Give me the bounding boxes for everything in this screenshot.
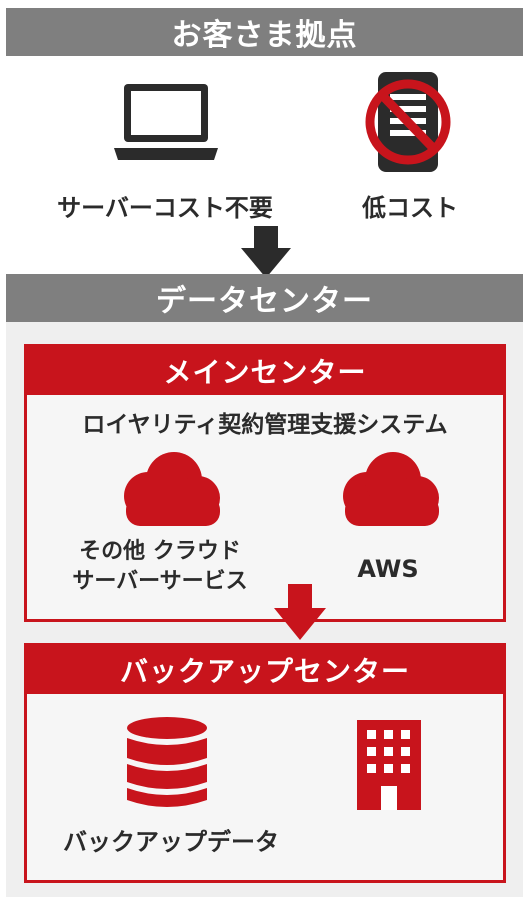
down-arrow-icon	[274, 584, 326, 640]
customer-site-title: お客さま拠点	[171, 18, 358, 53]
backup-center-box: バックアップセンター	[24, 643, 506, 883]
other-cloud-label-line1: その他 クラウド	[79, 539, 241, 564]
system-name: ロイヤリティ契約管理支援システム	[82, 412, 448, 438]
main-center-title: メインセンター	[163, 356, 367, 389]
database-icon	[125, 716, 209, 812]
building-icon	[355, 718, 423, 812]
cloud-icon	[331, 450, 445, 530]
customer-site-header: お客さま拠点	[6, 8, 523, 56]
backup-center-header: バックアップセンター	[27, 646, 503, 694]
backup-center-title: バックアップセンター	[119, 655, 410, 688]
no-server-icon	[360, 68, 456, 176]
laptop-icon	[110, 82, 222, 164]
data-center-title: データセンター	[156, 284, 373, 319]
backup-data-label: バックアップデータ	[63, 828, 279, 856]
other-cloud-label-line2: サーバーサービス	[72, 569, 248, 594]
data-center-header: データセンター	[6, 274, 523, 322]
cloud-icon	[112, 450, 226, 530]
low-cost-label: 低コスト	[362, 194, 458, 222]
other-cloud-label: その他 クラウド サーバーサービス	[40, 537, 280, 597]
aws-label: AWS	[357, 555, 419, 583]
main-center-header: メインセンター	[27, 347, 503, 395]
down-arrow-icon	[241, 226, 291, 278]
server-cost-free-label: サーバーコスト不要	[57, 194, 273, 222]
